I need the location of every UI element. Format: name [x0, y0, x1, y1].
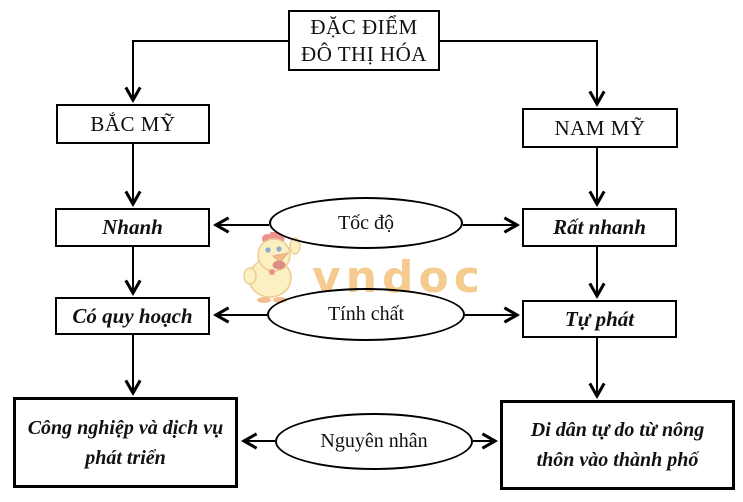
chick-mascot-icon — [242, 231, 304, 309]
box-cong-nghiep-dich-vu: Công nghiệp và dịch vụ phát triển — [13, 397, 238, 488]
box-tu-phat: Tự phát — [522, 300, 677, 338]
box-co-quy-hoach: Có quy hoạch — [55, 297, 210, 335]
box-nam-my: NAM MỸ — [522, 108, 678, 148]
box-nhanh: Nhanh — [55, 208, 210, 247]
ellipse-toc-do: Tốc độ — [269, 197, 463, 249]
title-line-2: ĐÔ THỊ HÓA — [301, 41, 427, 66]
ellipse-tinh-chat: Tính chất — [267, 288, 465, 341]
box-bac-my: BẮC MỸ — [56, 104, 210, 144]
box-di-dan-tu-do: Di dân tự do từ nông thôn vào thành phố — [500, 400, 735, 490]
ellipse-nguyen-nhan: Nguyên nhân — [275, 413, 473, 470]
title-line-1: ĐẶC ĐIỂM — [310, 14, 418, 39]
title-box: ĐẶC ĐIỂM ĐÔ THỊ HÓA — [288, 10, 440, 71]
box-rat-nhanh: Rất nhanh — [522, 208, 677, 247]
